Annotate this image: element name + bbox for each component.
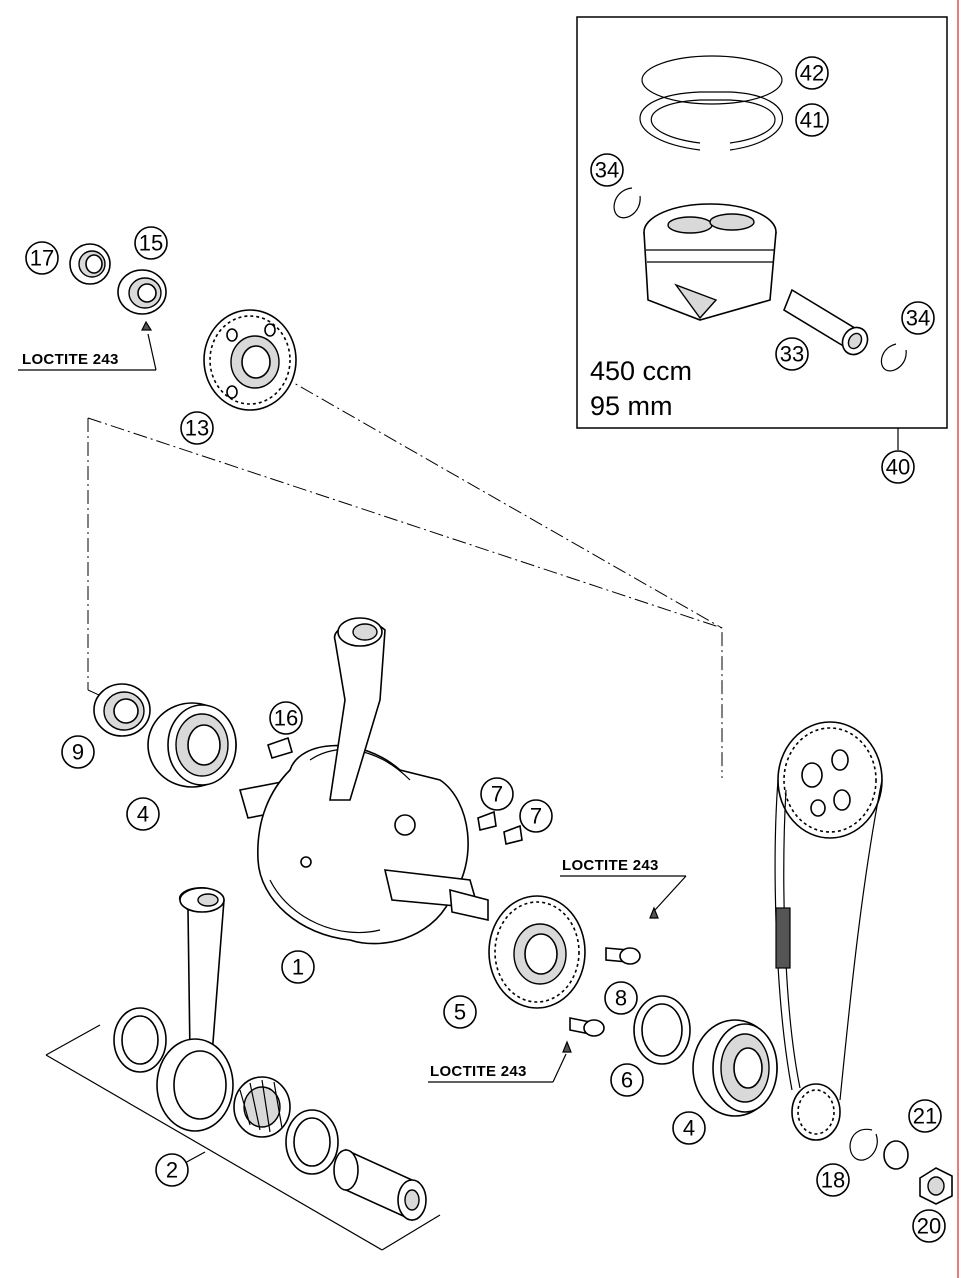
svg-text:6: 6 [621,1068,633,1093]
svg-text:15: 15 [139,231,163,256]
svg-text:9: 9 [72,740,84,765]
timing-chain-assembly [774,721,883,1141]
callout-20: 20 [912,1209,946,1243]
callout-15: 15 [134,226,168,260]
circlip-34-left [613,187,641,219]
svg-text:21: 21 [913,1104,937,1129]
callout-1: 1 [281,950,315,984]
svg-text:2: 2 [166,1158,178,1183]
piston-ring-41 [639,91,784,151]
callout-9: 9 [61,735,95,769]
callout-4-left: 4 [126,797,160,831]
svg-text:4: 4 [683,1116,695,1141]
loctite-note-lower: LOCTITE 243 [428,1053,567,1083]
callout-40: 40 [881,450,915,484]
woodruff-key-7b [503,824,523,845]
bolt-8-upper [605,906,659,965]
svg-text:4: 4 [137,802,149,827]
needle-bearing [233,1076,291,1138]
svg-text:34: 34 [595,158,619,183]
callout-7a: 7 [480,777,514,811]
washer-21 [883,1140,909,1170]
callout-4-right: 4 [672,1111,706,1145]
crankshaft [238,617,489,945]
main-bearing-right [692,1019,778,1117]
nut-20 [919,1167,953,1205]
svg-text:LOCTITE 243: LOCTITE 243 [430,1063,527,1080]
callout-34-right: 34 [901,301,935,335]
svg-text:7: 7 [530,804,542,829]
svg-text:17: 17 [30,246,54,271]
svg-text:33: 33 [780,342,804,367]
connecting-rod-kit [45,887,441,1251]
callout-41: 41 [795,103,829,137]
svg-text:41: 41 [800,108,824,133]
svg-text:20: 20 [917,1214,941,1239]
svg-text:1: 1 [292,955,304,980]
circlip-34-right [880,343,907,372]
callout-33: 33 [775,337,809,371]
callout-17: 17 [25,241,59,275]
bore-text: 95 mm [590,391,673,421]
callout-8: 8 [604,981,638,1015]
svg-text:34: 34 [906,306,930,331]
svg-text:8: 8 [615,986,627,1011]
gear-5 [488,895,586,1009]
loctite-note-right: LOCTITE 243 [560,857,687,911]
circlip-18 [849,1128,878,1161]
piston [643,203,777,321]
callout-6: 6 [610,1063,644,1097]
displacement-text: 450 ccm [590,356,692,386]
svg-text:18: 18 [821,1168,845,1193]
loctite-note-top: LOCTITE 243 [18,333,157,371]
callout-21: 21 [908,1099,942,1133]
nut-15 [117,269,167,331]
callout-16: 16 [269,701,303,735]
gear-13 [203,309,297,411]
svg-text:13: 13 [185,416,209,441]
piston-pin [783,288,869,356]
svg-text:LOCTITE 243: LOCTITE 243 [562,857,659,874]
callout-34-left: 34 [590,153,624,187]
callout-7b: 7 [519,799,553,833]
callout-5: 5 [443,995,477,1029]
seal-17 [69,243,111,285]
crank-pin [333,1148,427,1222]
callout-2: 2 [155,1153,189,1187]
svg-text:16: 16 [274,706,298,731]
svg-text:5: 5 [454,1000,466,1025]
svg-text:42: 42 [800,61,824,86]
callout-18: 18 [816,1163,850,1197]
main-bearing-left [147,702,237,788]
seal-9 [93,683,151,737]
callout-13: 13 [180,411,214,445]
woodruff-key-16 [267,736,293,759]
svg-text:40: 40 [886,455,910,480]
callout-42: 42 [795,56,829,90]
piston-ring-42 [641,55,783,105]
woodruff-key-7a [477,810,497,831]
svg-text:7: 7 [491,782,503,807]
svg-text:LOCTITE 243: LOCTITE 243 [22,351,119,368]
piston-kit-box: 450 ccm 95 mm [576,16,948,450]
bolt-8-lower [562,1017,605,1053]
